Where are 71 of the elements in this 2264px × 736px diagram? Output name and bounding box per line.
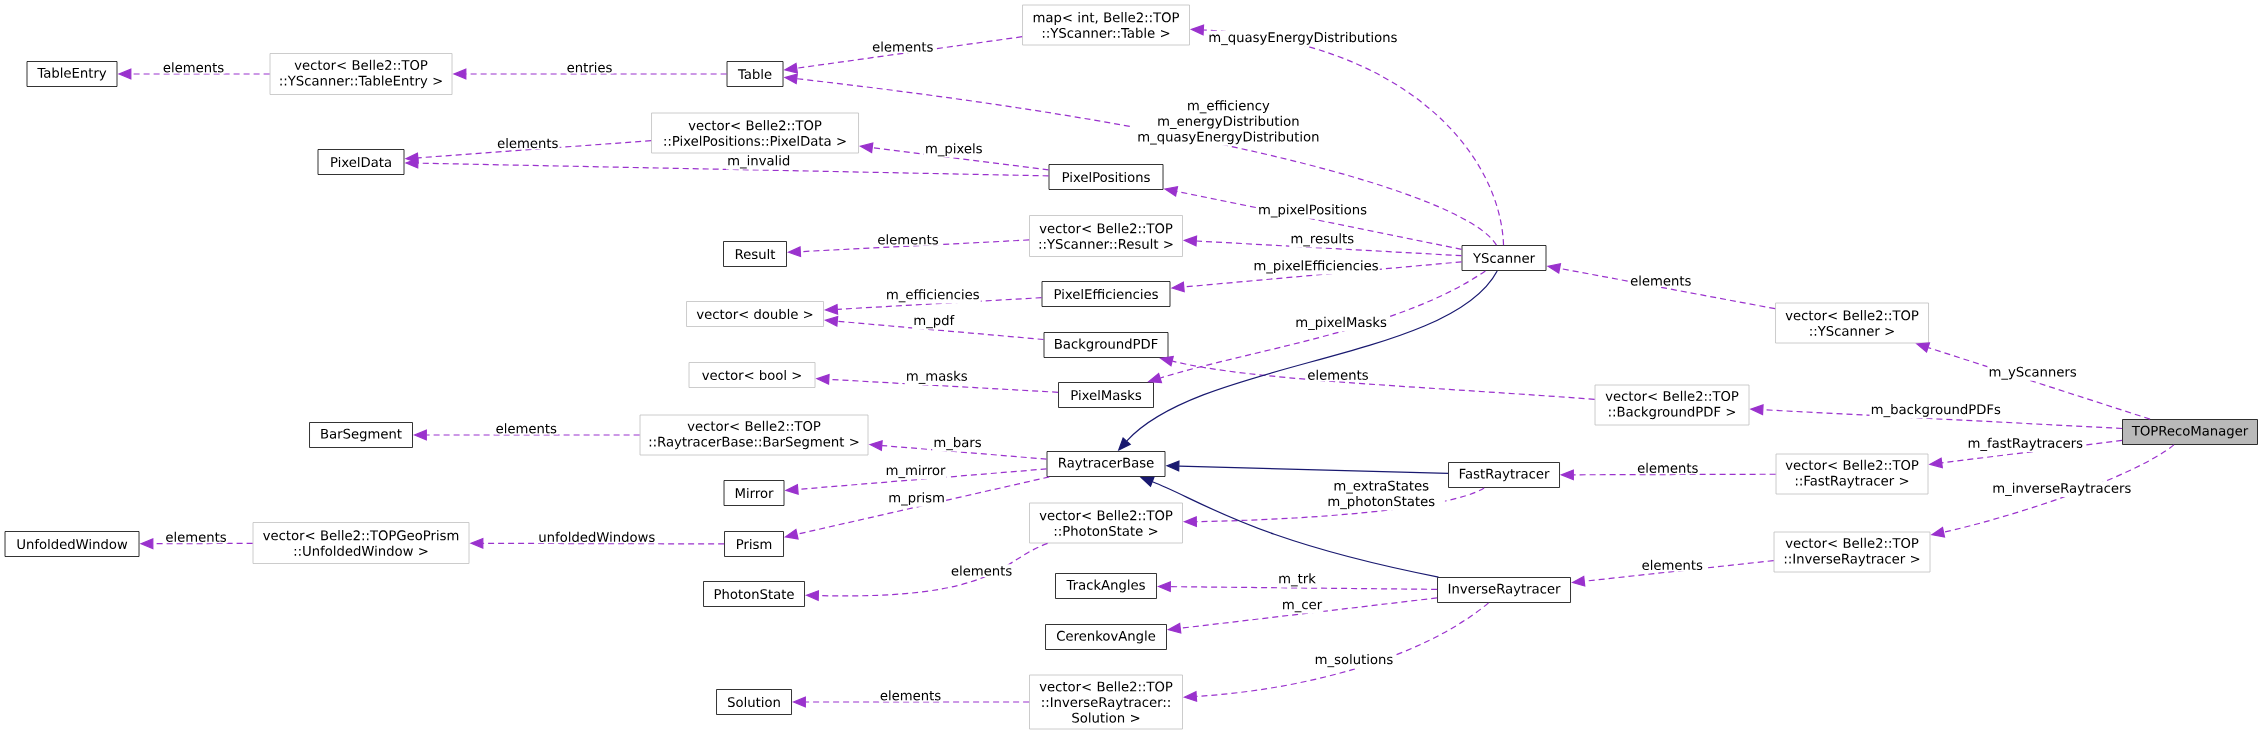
class-box: PixelMasks (1058, 382, 1154, 408)
edge-label: m_quasyEnergyDistributions (1207, 30, 1399, 47)
class-box: vector< Belle2::TOP ::InverseRaytracer > (1773, 531, 1931, 573)
edge-label: m_fastRaytracers (1966, 436, 2085, 453)
edge-label: m_results (1289, 232, 1356, 248)
edge-label: elements (161, 61, 226, 74)
edge-label: m_pixelMasks (1294, 315, 1389, 332)
edge-label: elements (1306, 368, 1370, 382)
edge-label: entries (565, 61, 614, 74)
edge-label: elements (1628, 274, 1693, 287)
class-box: Prism (724, 531, 784, 557)
edge-label: m_efficiencies (884, 287, 981, 304)
class-box: TrackAngles (1055, 573, 1157, 599)
class-box: vector< bool > (688, 362, 816, 388)
class-box: vector< Belle2::TOP ::YScanner::Result > (1029, 215, 1183, 257)
class-box: Mirror (723, 480, 785, 506)
edge-label: m_pdf (912, 313, 956, 330)
edge-label: m_pixelPositions (1256, 203, 1369, 219)
edge-label: m_pixels (923, 141, 984, 158)
class-box: TableEntry (26, 61, 118, 87)
edge-label: m_pixelEfficiencies (1252, 259, 1380, 275)
class-box: vector< Belle2::TOP ::PhotonState > (1029, 502, 1183, 544)
edge-label: m_solutions (1313, 652, 1395, 669)
edge-label: m_inverseRaytracers (1991, 481, 2133, 498)
class-box: Table (726, 61, 784, 87)
edge-label: m_masks (904, 369, 969, 386)
class-box: YScanner (1461, 245, 1547, 271)
class-box: vector< Belle2::TOPGeoPrism ::UnfoldedWindow > (252, 522, 470, 564)
class-box: vector< Belle2::TOP ::PixelPositions::PixelData > (651, 112, 859, 154)
edge-label: elements (1635, 461, 1700, 475)
edge-label: elements (878, 689, 943, 702)
class-box: Solution (716, 689, 792, 715)
class-box: vector< Belle2::TOP ::YScanner > (1775, 302, 1929, 344)
class-box: vector< Belle2::TOP ::InverseRaytracer:: Solution > (1029, 674, 1183, 730)
class-box: BarSegment (309, 422, 413, 448)
class-box: PixelData (317, 149, 405, 175)
edge-label: elements (164, 530, 228, 544)
edge-label: m_backgroundPDFs (1869, 402, 2002, 419)
edge-label: elements (1640, 558, 1705, 572)
edge-label: elements (870, 40, 935, 53)
edge-label: m_mirror (884, 463, 947, 480)
class-box: RaytracerBase (1046, 451, 1166, 477)
edge-label: m_trk (1276, 572, 1318, 588)
edge-label: elements (949, 564, 1014, 577)
class-box: InverseRaytracer (1437, 577, 1571, 603)
class-box: TOPRecoManager (2122, 419, 2258, 445)
class-box: vector< Belle2::TOP ::FastRaytracer > (1775, 453, 1929, 495)
edge-label: m_efficiency m_energyDistribution m_quasyEnergyDistribution (1132, 99, 1325, 146)
class-box: FastRaytracer (1448, 462, 1560, 488)
edge-label: m_prism (887, 491, 947, 507)
edge-label: m_yScanners (1987, 365, 2078, 381)
edge-label: m_invalid (726, 154, 792, 170)
class-box: Result (723, 241, 787, 267)
edge-label: m_cer (1280, 600, 1324, 614)
class-box: PixelPositions (1048, 164, 1164, 190)
class-box: vector< Belle2::TOP ::BackgroundPDF > (1594, 384, 1750, 426)
class-box: vector< Belle2::TOP ::RaytracerBase::BarSegment > (639, 414, 869, 456)
class-box: vector< double > (686, 301, 824, 327)
class-box: PixelEfficiencies (1041, 281, 1171, 307)
edge-label: unfoldedWindows (537, 530, 657, 544)
edge-label: elements (876, 233, 940, 246)
edge-label: m_extraStates m_photonStates (1317, 479, 1445, 511)
edge-label: elements (494, 422, 559, 435)
class-box: CerenkovAngle (1045, 624, 1167, 650)
class-box: BackgroundPDF (1043, 332, 1169, 358)
edge-label: m_bars (932, 435, 983, 452)
class-box: map< int, Belle2::TOP ::YScanner::Table > (1022, 4, 1190, 46)
class-box: UnfoldedWindow (4, 531, 140, 557)
class-box: vector< Belle2::TOP ::YScanner::TableEntry > (269, 53, 453, 95)
class-box: PhotonState (703, 581, 805, 607)
edge-label: elements (495, 136, 560, 150)
